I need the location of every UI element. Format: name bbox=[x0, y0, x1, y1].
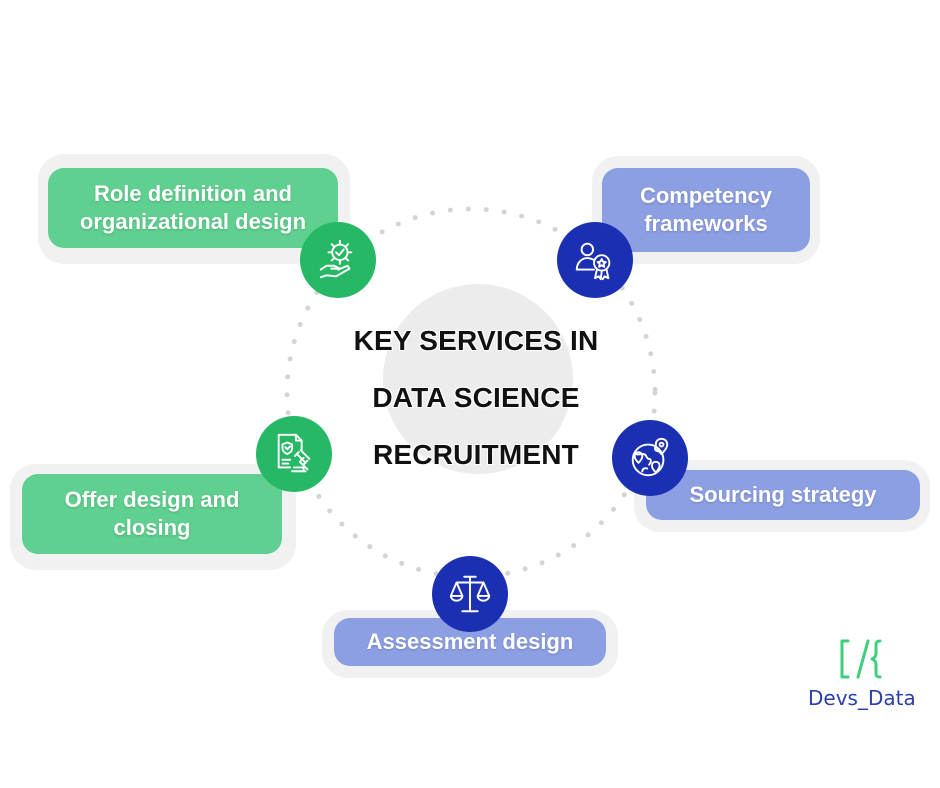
center-title-line-1: KEY SERVICES IN bbox=[353, 325, 599, 356]
contract-gavel-icon bbox=[256, 416, 332, 492]
role-definition-line-1: Role definition and bbox=[93, 181, 292, 206]
competency-frameworks-pill: Competency frameworks bbox=[602, 168, 810, 252]
sourcing-strategy-label: Sourcing strategy bbox=[689, 482, 877, 507]
center-title-line-2: DATA SCIENCE bbox=[372, 382, 580, 413]
center-title-line-3: RECRUITMENT bbox=[373, 439, 579, 470]
globe-location-icon bbox=[612, 420, 688, 496]
devs-data-logo-text: Devs_Data bbox=[808, 686, 916, 710]
sourcing-strategy-pill: Sourcing strategy bbox=[646, 470, 920, 520]
role-definition-pill: Role definition and organizational desig… bbox=[48, 168, 338, 248]
offer-design-pill: Offer design and closing bbox=[22, 474, 282, 554]
gear-hand-icon bbox=[300, 222, 376, 298]
assessment-design-label: Assessment design bbox=[366, 629, 574, 654]
offer-design-line-1: Offer design and bbox=[64, 487, 240, 512]
person-award-icon bbox=[557, 222, 633, 298]
role-definition-line-2: organizational design bbox=[79, 209, 307, 234]
assessment-design-pill: Assessment design bbox=[334, 618, 606, 666]
devs-data-logo-mark bbox=[840, 639, 882, 679]
competency-frameworks-line-1: Competency bbox=[639, 183, 773, 208]
center-title: KEY SERVICES IN DATA SCIENCE RECRUITMENT bbox=[306, 312, 646, 483]
balance-scale-icon bbox=[432, 556, 508, 632]
competency-frameworks-line-2: frameworks bbox=[644, 211, 768, 236]
offer-design-line-2: closing bbox=[113, 515, 191, 540]
center-disc bbox=[383, 284, 573, 474]
